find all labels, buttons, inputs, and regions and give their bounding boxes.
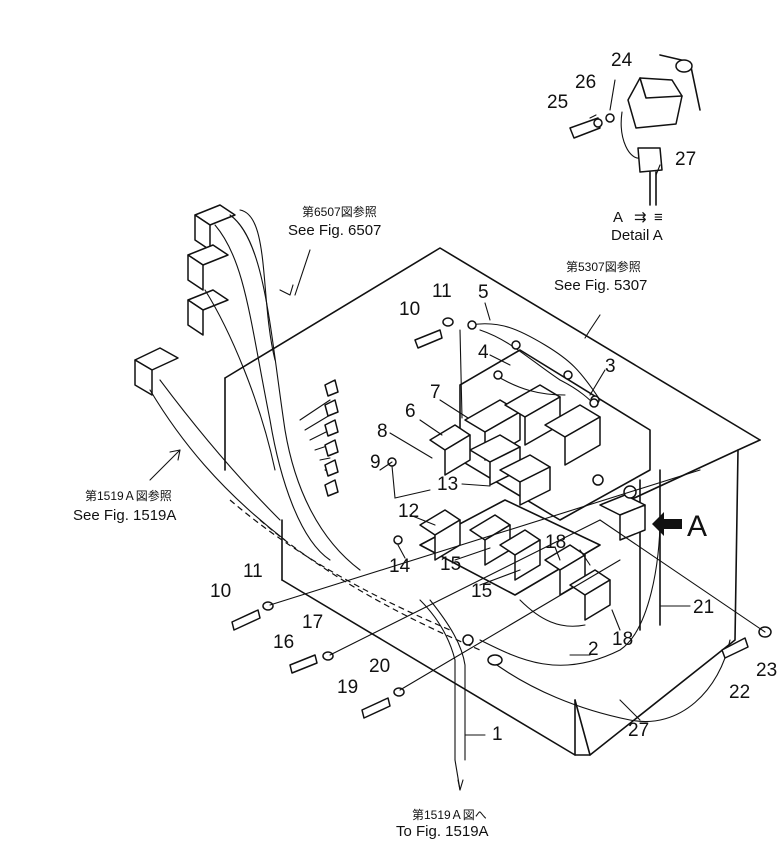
top-wires — [387, 320, 601, 499]
callout-23: 23 — [756, 660, 777, 681]
callout-16: 16 — [273, 632, 294, 653]
callout-18-lower: 18 — [612, 629, 633, 650]
callout-6: 6 — [405, 401, 416, 422]
callout-25: 25 — [547, 92, 568, 113]
ref-6507-en: See Fig. 6507 — [288, 222, 381, 239]
callout-24: 24 — [611, 50, 633, 71]
callout-26: 26 — [575, 72, 596, 93]
detail-a-marker: A — [613, 209, 623, 226]
ref-5307-jp: 第5307図参照 — [566, 259, 641, 274]
detail-a-title: Detail A — [611, 227, 663, 244]
ref-6507-jp: 第6507図参照 — [302, 204, 377, 219]
ref-1519a-jp: 第1519Ａ図参照 — [85, 488, 172, 503]
relay-mount-plate — [419, 349, 651, 621]
detail-a-labels: A ⇉ ≡ Detail A A — [611, 209, 707, 543]
callout-3: 3 — [605, 356, 616, 377]
view-a-label: A — [687, 510, 707, 543]
figure-references: 第6507図参照 See Fig. 6507 第5307図参照 See Fig.… — [73, 204, 647, 840]
callout-5: 5 — [478, 282, 489, 303]
detail-a-section-glyph: ≡ — [654, 209, 663, 226]
callout-8: 8 — [377, 421, 388, 442]
callout-7: 7 — [430, 382, 441, 403]
callout-15-upper: 15 — [440, 554, 461, 575]
callout-27-detail: 27 — [675, 149, 696, 170]
callout-17: 17 — [302, 612, 323, 633]
callout-22: 22 — [729, 682, 750, 703]
callout-19: 19 — [337, 677, 358, 698]
callout-numbers: 1 2 3 4 5 6 7 8 9 10 10 11 11 12 13 14 1… — [210, 50, 777, 745]
view-a-arrow-icon — [652, 512, 682, 536]
callout-11-bottom: 11 — [243, 561, 263, 582]
callout-13: 13 — [437, 474, 458, 495]
callout-21: 21 — [693, 597, 714, 618]
detail-a-illustration — [569, 54, 701, 206]
callout-15-lower: 15 — [471, 581, 492, 602]
callout-18-upper: 18 — [545, 532, 566, 553]
callout-27-main: 27 — [628, 720, 649, 741]
callout-4: 4 — [478, 342, 489, 363]
to-1519a-en: To Fig. 1519A — [396, 823, 489, 840]
ref-5307-en: See Fig. 5307 — [554, 277, 647, 294]
ref-1519a-en: See Fig. 1519A — [73, 507, 176, 524]
callout-10-bottom: 10 — [210, 581, 231, 602]
callout-20: 20 — [369, 656, 390, 677]
callout-14: 14 — [389, 556, 411, 577]
callout-11-top: 11 — [432, 281, 452, 302]
callout-12: 12 — [398, 501, 419, 522]
callout-1: 1 — [492, 724, 503, 745]
detail-a-arrow-glyph: ⇉ — [634, 209, 647, 226]
to-1519a-jp: 第1519Ａ図へ — [412, 808, 487, 822]
leader-lines — [149, 79, 766, 736]
callout-2: 2 — [588, 639, 599, 660]
callout-9: 9 — [370, 452, 381, 473]
left-harness — [134, 204, 481, 651]
callout-10-top: 10 — [399, 299, 420, 320]
